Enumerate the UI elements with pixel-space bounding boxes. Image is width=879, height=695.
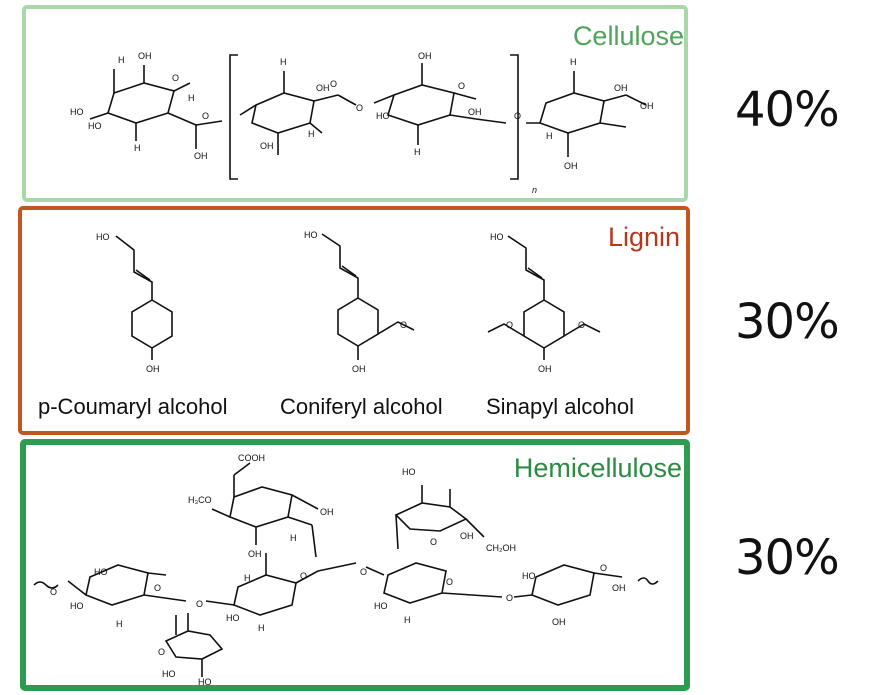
svg-text:H: H xyxy=(118,55,125,65)
xylan-sugar-ring-icon xyxy=(229,486,293,528)
svg-text:H: H xyxy=(290,533,297,543)
cellulose-percentage: 40% xyxy=(735,82,840,138)
svg-text:HO: HO xyxy=(522,571,536,581)
lignin-title: Lignin xyxy=(607,222,680,252)
svg-text:H: H xyxy=(258,623,265,633)
svg-text:CH₂OH: CH₂OH xyxy=(486,543,516,553)
svg-text:O: O xyxy=(578,320,585,330)
svg-text:HO: HO xyxy=(374,601,388,611)
xylan-sugar-ring-icon xyxy=(394,502,468,532)
hemicellulose-percentage: 30% xyxy=(735,530,840,586)
svg-text:O: O xyxy=(356,103,363,113)
svg-text:COOH: COOH xyxy=(238,453,265,463)
svg-text:HO: HO xyxy=(226,613,240,623)
svg-text:O: O xyxy=(50,587,57,597)
svg-text:O: O xyxy=(300,571,307,581)
svg-text:OH: OH xyxy=(640,101,654,111)
compound-label-sinapyl: Sinapyl alcohol xyxy=(486,394,634,419)
svg-text:HO: HO xyxy=(402,467,416,477)
glucose-ring-icon xyxy=(387,84,455,126)
svg-text:OH: OH xyxy=(248,549,262,559)
svg-text:OH: OH xyxy=(612,583,626,593)
svg-text:O: O xyxy=(158,647,165,657)
svg-text:H: H xyxy=(414,147,421,157)
svg-text:HO: HO xyxy=(88,121,102,131)
svg-text:O: O xyxy=(400,320,407,330)
svg-text:H: H xyxy=(116,619,123,629)
svg-text:O: O xyxy=(446,577,453,587)
svg-text:O: O xyxy=(360,567,367,577)
svg-text:HO: HO xyxy=(96,232,110,242)
svg-text:HO: HO xyxy=(490,232,504,242)
svg-text:OH: OH xyxy=(538,364,552,374)
svg-text:H: H xyxy=(280,57,287,67)
svg-text:HO: HO xyxy=(304,230,318,240)
svg-text:OH: OH xyxy=(146,364,160,374)
svg-text:O: O xyxy=(506,320,513,330)
svg-text:OH: OH xyxy=(418,51,432,61)
cellulose-panel: Cellulose xyxy=(22,5,688,202)
phenylpropanoid-icon xyxy=(115,235,173,360)
svg-text:HO: HO xyxy=(94,567,108,577)
svg-text:H: H xyxy=(308,129,315,139)
phenylpropanoid-icon xyxy=(321,233,415,360)
svg-text:HO: HO xyxy=(70,601,84,611)
svg-text:H₃CO: H₃CO xyxy=(188,495,212,505)
svg-text:OH: OH xyxy=(138,51,152,61)
compound-label-coniferyl: Coniferyl alcohol xyxy=(280,394,443,419)
lignin-structures: HO OH HO OH O HO OH O O xyxy=(96,230,601,374)
svg-text:H: H xyxy=(404,615,411,625)
svg-text:OH: OH xyxy=(352,364,366,374)
xylan-sugar-ring-icon xyxy=(164,630,224,660)
phenylpropanoid-icon xyxy=(487,235,601,360)
svg-text:O: O xyxy=(600,563,607,573)
svg-text:OH: OH xyxy=(194,151,208,161)
cellulose-title: Cellulose xyxy=(572,21,684,51)
svg-text:n: n xyxy=(532,185,537,195)
svg-text:H: H xyxy=(244,573,251,583)
hemicellulose-title: Hemicellulose xyxy=(513,453,682,483)
svg-text:O: O xyxy=(172,73,179,83)
svg-text:O: O xyxy=(330,79,337,89)
hemicellulose-panel: Hemicellulose xyxy=(20,439,690,691)
svg-text:H: H xyxy=(134,143,141,153)
svg-text:H: H xyxy=(570,57,577,67)
svg-text:OH: OH xyxy=(468,107,482,117)
svg-text:OH: OH xyxy=(614,83,628,93)
lignin-percentage: 30% xyxy=(735,294,840,350)
svg-text:HO: HO xyxy=(376,111,390,121)
svg-text:OH: OH xyxy=(320,507,334,517)
svg-text:OH: OH xyxy=(564,161,578,171)
svg-text:O: O xyxy=(514,111,521,121)
svg-text:O: O xyxy=(202,111,209,121)
svg-text:HO: HO xyxy=(162,669,176,679)
svg-text:OH: OH xyxy=(460,531,474,541)
svg-text:O: O xyxy=(506,593,513,603)
svg-text:O: O xyxy=(196,599,203,609)
svg-text:O: O xyxy=(430,537,437,547)
svg-text:HO: HO xyxy=(70,107,84,117)
svg-text:OH: OH xyxy=(552,617,566,627)
svg-text:OH: OH xyxy=(316,83,330,93)
xylan-sugar-ring-icon xyxy=(383,562,447,604)
compound-label-p-coumaryl: p-Coumaryl alcohol xyxy=(38,394,228,419)
svg-text:OH: OH xyxy=(260,141,274,151)
glucose-ring-icon xyxy=(107,82,175,124)
svg-text:O: O xyxy=(154,583,161,593)
glucose-ring-icon xyxy=(251,92,315,134)
svg-text:HO: HO xyxy=(198,677,212,685)
svg-text:H: H xyxy=(188,93,195,103)
xylan-sugar-ring-icon xyxy=(531,564,595,606)
glucose-ring-icon xyxy=(539,92,605,134)
svg-text:O: O xyxy=(458,81,465,91)
lignin-panel: Lignin xyxy=(18,206,690,435)
svg-text:H: H xyxy=(546,131,553,141)
